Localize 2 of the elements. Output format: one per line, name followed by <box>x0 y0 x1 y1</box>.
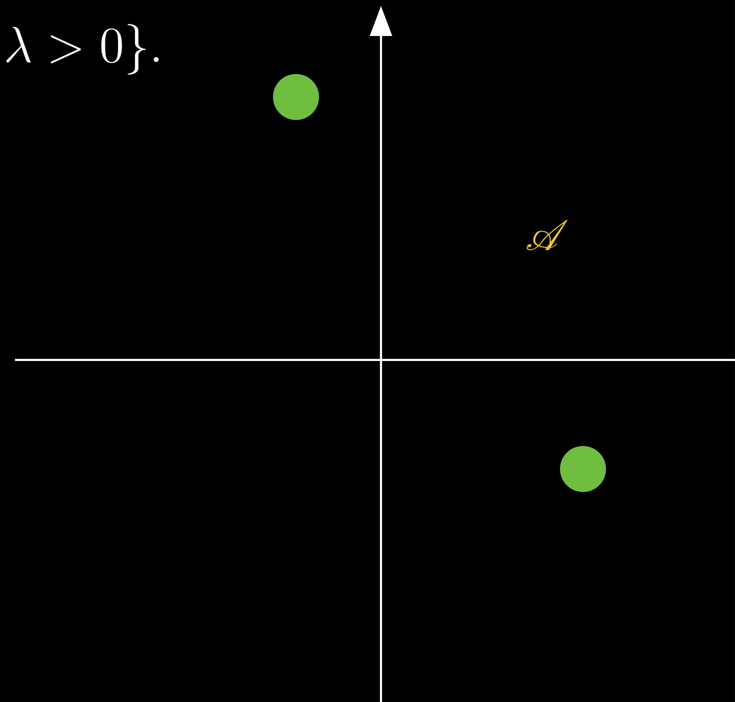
set-symbol: $\mathscr{A}$ <box>526 220 568 250</box>
set-formula: $\lambda > 0\}.$ <box>6 24 159 75</box>
